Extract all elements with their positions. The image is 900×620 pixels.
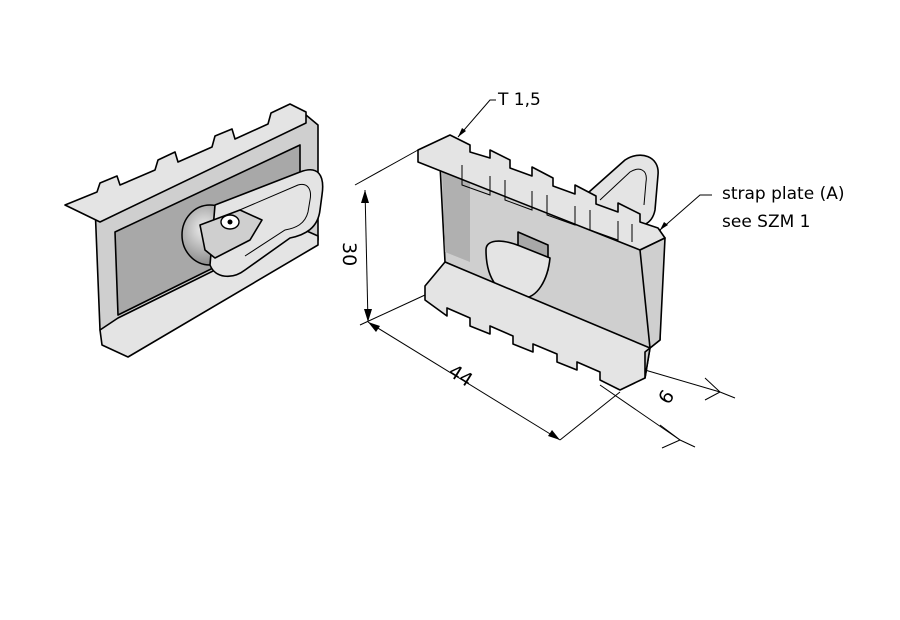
thickness-label: T 1,5 xyxy=(498,90,541,110)
see-szm-label: see SZM 1 xyxy=(722,212,811,232)
clip-front-view xyxy=(417,134,666,391)
dimension-height: 30 xyxy=(338,242,360,267)
strap-plate-label: strap plate (A) xyxy=(722,184,845,204)
clip-rear-view xyxy=(64,103,324,358)
dimension-lines xyxy=(354,99,736,449)
